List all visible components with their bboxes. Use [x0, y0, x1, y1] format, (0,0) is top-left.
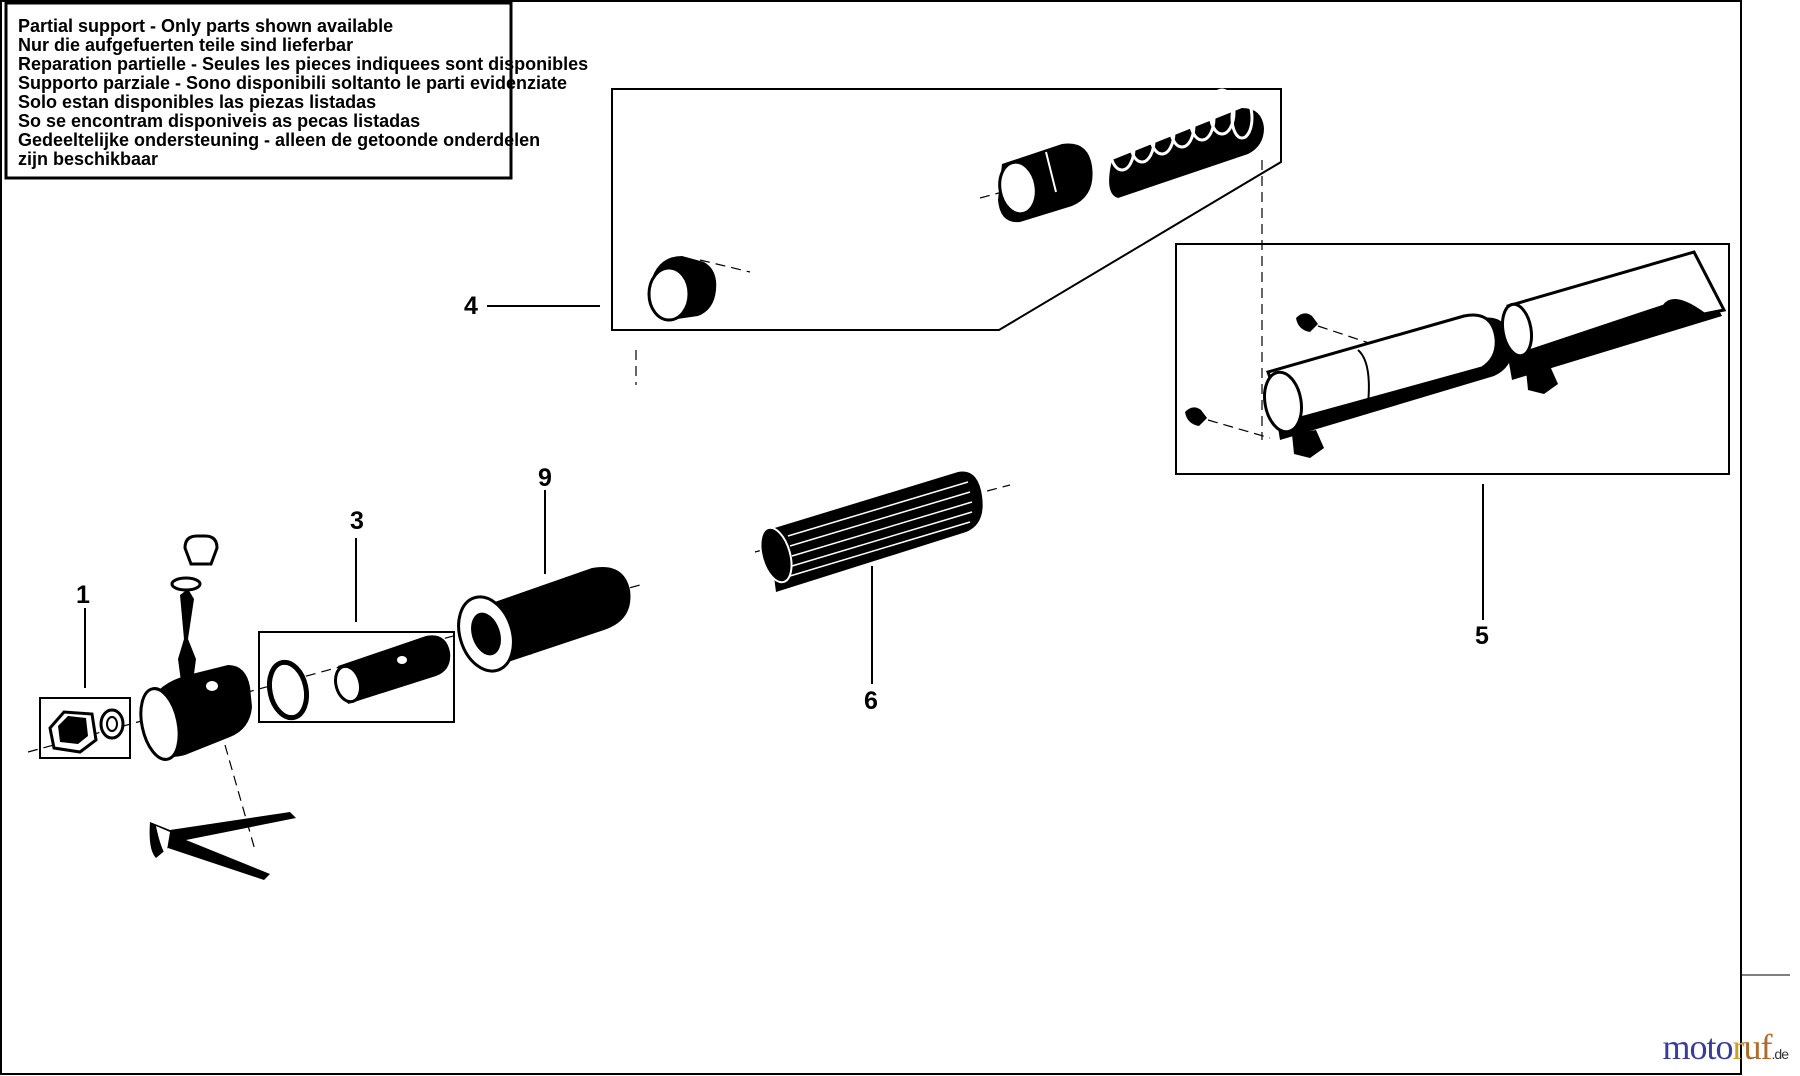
part-9-thread	[547, 596, 572, 643]
part-1-group	[39, 697, 131, 759]
part-5-screw-axis	[1207, 419, 1271, 439]
part-5-tube-a-end	[1263, 370, 1303, 434]
part-5-tube-b-end	[1500, 302, 1534, 358]
lever-shape	[149, 812, 296, 880]
callout-1-label: 1	[76, 581, 90, 609]
part-5-tube-b	[1506, 250, 1727, 359]
part-3-pin-hole	[397, 656, 407, 664]
kit4-axis	[699, 259, 751, 273]
watermark-part: moto	[1662, 1027, 1734, 1067]
notice-line: zijn beschikbaar	[18, 149, 158, 169]
callout-5-label: 5	[1475, 622, 1489, 650]
trigger-lever	[149, 812, 296, 880]
notice-line: Gedeeltelijke ondersteuning - alleen de …	[18, 130, 540, 150]
part-4-coil	[1148, 108, 1176, 156]
lever-highlight	[156, 826, 170, 856]
callout-3: 3	[350, 507, 364, 622]
callout-3-label: 3	[350, 507, 364, 535]
valve-body-face	[139, 687, 181, 761]
part-5-kit	[1175, 243, 1730, 475]
valve-cap	[183, 534, 219, 566]
handle-centerline	[224, 744, 256, 851]
part-5-tube-b-shadow	[1506, 286, 1722, 380]
callout-4: 4	[464, 292, 600, 320]
part-6-sleeve	[759, 471, 983, 592]
part-9-bushing	[457, 566, 631, 673]
callout-1: 1	[76, 581, 90, 688]
part-9-bore	[471, 612, 501, 656]
part-6-knurl	[787, 481, 973, 577]
notice-line: Partial support - Only parts shown avail…	[18, 16, 393, 36]
notice-line: Nur die aufgefuerten teile sind lieferba…	[18, 35, 353, 55]
notice-box	[4, 1, 513, 180]
availability-notice: Partial support - Only parts shown avail…	[4, 1, 588, 180]
part-5-box	[1175, 243, 1730, 475]
valve-housing	[139, 534, 252, 761]
part-3-pin-body	[338, 635, 451, 704]
callout-9: 9	[538, 464, 552, 574]
part-4-cap-face	[647, 266, 691, 322]
part-4-coil	[1188, 94, 1216, 142]
part-6-end	[759, 526, 793, 584]
callout-9-label: 9	[538, 464, 552, 492]
part-1-box	[39, 697, 131, 759]
part-4-spring-shadow	[1109, 108, 1264, 198]
notice-line: Solo estan disponibles las piezas listad…	[18, 92, 376, 112]
part-4-kit	[611, 88, 1282, 331]
part-5-screw	[1185, 407, 1207, 426]
part-4-coil	[1128, 116, 1156, 164]
part-5-screw	[1296, 313, 1318, 332]
part-1-nut-shade	[58, 716, 88, 744]
valve-body-hole	[206, 681, 218, 691]
part-5-tube-a-seam	[1357, 349, 1370, 405]
watermark-part: r	[1732, 1027, 1745, 1067]
watermark-logo: motoruf.de	[1662, 1026, 1790, 1068]
part-5-tube-a	[1266, 313, 1498, 424]
part-3-pin-end	[334, 664, 362, 704]
notice-line: So se encontram disponiveis as pecas lis…	[18, 111, 420, 131]
valve-oring	[170, 576, 202, 592]
callout-6-label: 6	[864, 687, 878, 715]
callout-5: 5	[1475, 484, 1489, 650]
part-4-box	[611, 88, 1282, 331]
valve-stem	[178, 589, 196, 689]
notice-line: Reparation partielle - Seules les pieces…	[18, 54, 588, 74]
part-9-thread	[519, 608, 544, 655]
part-4-coil	[1230, 96, 1254, 140]
part-4-hex-face	[998, 160, 1038, 216]
part-3-box	[258, 631, 455, 723]
part-3-group	[258, 631, 455, 723]
watermark-tld: .de	[1771, 1046, 1789, 1062]
part-5-screw-axis	[1317, 325, 1373, 345]
notice-line: Supporto parziale - Sono disponibili sol…	[18, 73, 567, 93]
part-4-coil	[1208, 88, 1236, 136]
watermark-part: uf	[1743, 1027, 1773, 1067]
part-4-coil	[1168, 101, 1196, 149]
part-4-spring	[1108, 88, 1264, 198]
callout-6: 6	[864, 566, 878, 715]
part-4-hex-edge	[1045, 151, 1057, 193]
part-9-thread	[575, 587, 596, 627]
part-5-tube-a-clamp	[1292, 430, 1324, 458]
callout-4-label: 4	[464, 292, 478, 320]
part-3-seal-ring	[266, 659, 310, 721]
part-1-washer-hole	[106, 716, 118, 732]
part-5-tube-b-clamp	[1526, 366, 1558, 394]
part-4-coil	[1108, 124, 1136, 172]
